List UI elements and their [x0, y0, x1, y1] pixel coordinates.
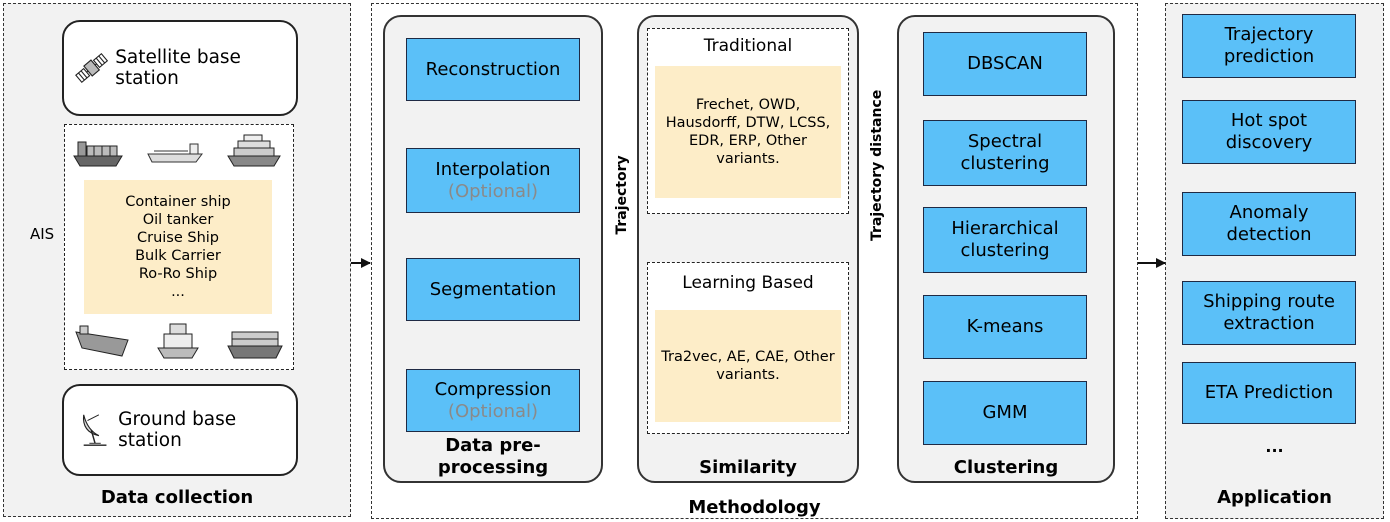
traditional-heading: Traditional: [703, 36, 793, 56]
method-line: DBSCAN: [967, 53, 1043, 74]
ship-type-item: Container ship: [125, 194, 231, 210]
ship-type-item: Cruise Ship: [136, 230, 219, 246]
application-ellipsis: ...: [1265, 437, 1284, 456]
method-line: GMM: [982, 402, 1028, 423]
similarity-title: Similarity: [699, 457, 797, 478]
bulk-carrier-icon: [75, 325, 129, 357]
method-line: clustering: [960, 153, 1050, 174]
method-line: Tra2vec, AE, CAE, Other: [661, 349, 835, 365]
application-panel: [1165, 3, 1384, 519]
traditional-methods: Frechet, OWD, Hausdorff, DTW, LCSS, EDR,…: [655, 66, 841, 198]
ferry-icon: [227, 331, 283, 359]
oil-tanker-icon: [147, 143, 203, 163]
method-line: variants.: [716, 367, 780, 383]
trajectory-edge-label: Trajectory: [614, 155, 630, 235]
method-line: Hierarchical: [951, 218, 1059, 239]
k-means-method: K-means: [923, 295, 1087, 359]
data-preprocessing-title: Data pre- processing: [383, 435, 603, 479]
ais-label: AIS: [30, 225, 55, 243]
step-label: Interpolation: [435, 158, 551, 180]
item-line: extraction: [1223, 313, 1315, 334]
compression-step: Compression (Optional): [406, 369, 580, 432]
item-line: Shipping route: [1203, 291, 1335, 312]
satellite-icon: [75, 52, 109, 84]
satellite-label: Satellite base station: [115, 47, 241, 89]
radar-dish-icon: [82, 414, 107, 446]
satellite-base-station: Satellite base station: [62, 20, 298, 116]
learning-based-heading: Learning Based: [682, 273, 814, 293]
optional-note: (Optional): [447, 400, 539, 422]
item-line: detection: [1226, 224, 1312, 245]
ship-type-list: Container ship Oil tanker Cruise Ship Bu…: [84, 180, 272, 314]
learning-based-methods: Tra2vec, AE, CAE, Other variants.: [655, 310, 841, 422]
dbscan-method: DBSCAN: [923, 32, 1087, 96]
ground-base-station: Ground base station: [62, 384, 298, 476]
method-line: Frechet, OWD,: [695, 97, 801, 113]
method-line: variants.: [716, 151, 780, 167]
clustering-title: Clustering: [953, 457, 1059, 478]
ground-label: Ground base station: [118, 409, 237, 451]
ship-type-item: Bulk Carrier: [135, 248, 221, 264]
title-line: Data pre-: [445, 435, 541, 456]
spectral-clustering-method: Spectral clustering: [923, 120, 1087, 186]
step-label: Reconstruction: [425, 58, 561, 80]
trajectory-distance-edge-label: Trajectory distance: [869, 89, 885, 241]
interpolation-step: Interpolation (Optional): [406, 148, 580, 213]
reconstruction-step: Reconstruction: [406, 38, 580, 101]
data-collection-title: Data collection: [100, 487, 254, 508]
hierarchical-clustering-method: Hierarchical clustering: [923, 207, 1087, 273]
ro-ro-ship-icon: [157, 323, 199, 359]
ship-type-item: ...: [171, 284, 185, 300]
methodology-title: Methodology: [688, 497, 821, 518]
segmentation-step: Segmentation: [406, 258, 580, 321]
step-label: Segmentation: [429, 278, 557, 300]
item-line: Trajectory: [1224, 24, 1314, 45]
item-line: prediction: [1223, 46, 1315, 67]
step-label: Compression: [434, 378, 552, 400]
method-line: Hausdorff, DTW, LCSS,: [665, 115, 831, 131]
cruise-ship-icon: [227, 134, 281, 167]
application-item: Anomaly detection: [1182, 192, 1356, 256]
title-line: processing: [437, 457, 549, 478]
item-line: Hot spot: [1230, 110, 1308, 131]
method-line: K-means: [966, 316, 1044, 337]
item-line: Anomaly: [1229, 202, 1309, 223]
method-line: Spectral: [967, 131, 1043, 152]
application-item: ETA Prediction: [1182, 362, 1356, 424]
container-ship-icon: [73, 141, 123, 167]
method-line: EDR, ERP, Other: [689, 133, 807, 149]
application-item: Trajectory prediction: [1182, 14, 1356, 78]
optional-note: (Optional): [447, 180, 539, 202]
application-item: Shipping route extraction: [1182, 281, 1356, 345]
gmm-method: GMM: [923, 381, 1087, 445]
ship-type-item: Ro-Ro Ship: [138, 266, 218, 282]
item-line: ETA Prediction: [1204, 382, 1334, 403]
method-line: clustering: [960, 240, 1050, 261]
ship-type-item: Oil tanker: [142, 212, 214, 228]
item-line: discovery: [1225, 132, 1313, 153]
application-title: Application: [1217, 487, 1332, 508]
application-item: Hot spot discovery: [1182, 100, 1356, 164]
